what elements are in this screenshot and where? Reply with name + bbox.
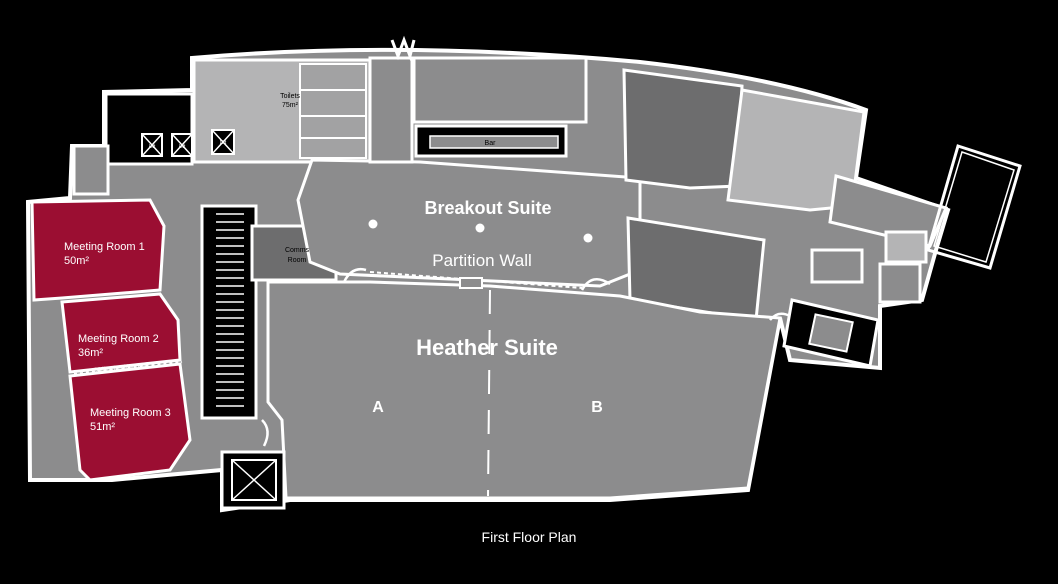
stair-treads <box>216 213 244 407</box>
meeting-room-2-area: 36m² <box>78 347 103 359</box>
zone-b-label: B <box>591 399 603 416</box>
comms-room-label-1: Comms <box>285 247 310 254</box>
stair-core-right-inner <box>808 313 854 353</box>
room-above-bar <box>412 56 588 124</box>
meeting-room-1-name: Meeting Room 1 <box>64 241 145 253</box>
lift-label: Lift <box>179 144 186 150</box>
toilets-label: Toilets <box>280 93 300 100</box>
door-swing <box>261 419 269 447</box>
store-room-left <box>72 144 110 196</box>
room-right-7 <box>884 230 928 264</box>
lift-cross <box>211 129 235 155</box>
heather-suite <box>266 280 782 500</box>
toilets-area: 75m² <box>282 102 299 109</box>
toilet-cubicles <box>299 63 367 159</box>
room-right-1 <box>622 68 744 190</box>
meeting-room-2-name: Meeting Room 2 <box>78 333 159 345</box>
plan-caption: First Floor Plan <box>481 529 577 545</box>
room-right-6 <box>878 262 922 304</box>
lift-label: Lift <box>220 140 227 146</box>
comms-room-label-2: Room <box>288 257 307 264</box>
column <box>475 223 485 233</box>
heather-suite-label: Heather Suite <box>416 335 558 360</box>
room-right-5 <box>810 248 864 284</box>
lift-cross <box>141 133 163 157</box>
meeting-room-2 <box>60 292 182 374</box>
bar-counter <box>429 135 559 149</box>
terrace <box>926 144 1022 270</box>
sliding-partition-line <box>73 361 183 375</box>
meeting-room-1-area: 50m² <box>64 255 89 267</box>
ab-divider <box>487 289 491 497</box>
column <box>583 233 593 243</box>
door-swing <box>390 35 416 62</box>
meeting-room-3-area: 51m² <box>90 421 115 433</box>
lift-label: Lift <box>149 144 156 150</box>
corridor <box>368 56 414 164</box>
zone-a-label: A <box>372 399 384 416</box>
partition-wall-label: Partition Wall <box>432 251 532 270</box>
meeting-room-3 <box>68 362 192 482</box>
meeting-room-1 <box>30 198 166 302</box>
lift-cross <box>231 459 277 501</box>
door-swing <box>342 268 367 283</box>
meeting-room-3-name: Meeting Room 3 <box>90 407 171 419</box>
lift-cross <box>171 133 193 157</box>
breakout-suite <box>296 158 642 288</box>
breakout-suite-label: Breakout Suite <box>424 198 551 218</box>
partition-store <box>459 277 483 289</box>
door-swing <box>769 312 791 321</box>
sliding-partition-label: Sliding Partition Wall <box>94 362 149 374</box>
bar-label: Bar <box>485 140 497 147</box>
column <box>368 219 378 229</box>
door-swing <box>580 277 611 291</box>
terrace-inner <box>933 151 1015 263</box>
